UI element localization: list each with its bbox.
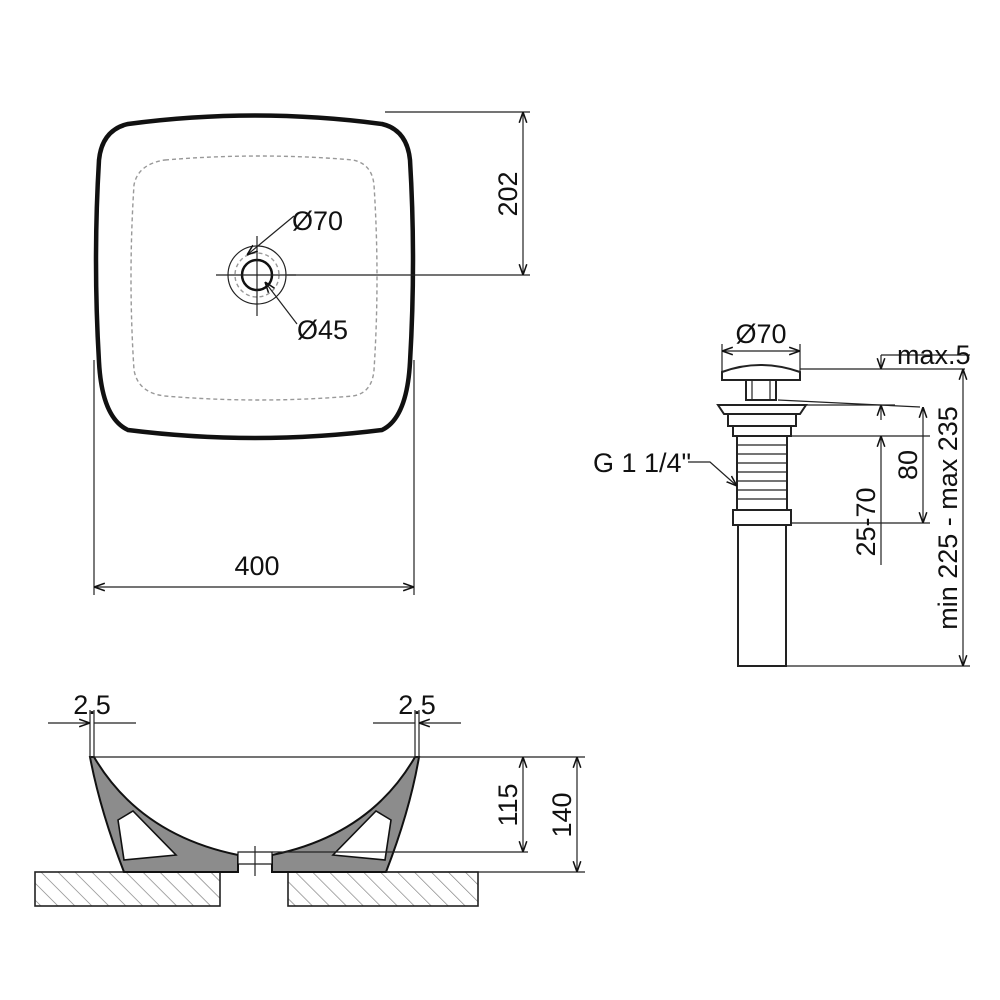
basin-section-view: 2.5 2.5 115 140: [34, 690, 585, 907]
cap-diameter-label: Ø70: [735, 319, 786, 349]
bowl-inner-outline: [130, 155, 378, 401]
outer-hole-label: Ø70: [292, 206, 343, 236]
outer-height-label: 140: [547, 792, 577, 837]
range-25-70-label: 25-70: [851, 487, 881, 556]
inner-height-label: 115: [493, 783, 523, 826]
countertop-left: [34, 871, 221, 907]
length-80-label: 80: [893, 450, 923, 480]
depth-dimension-label: 202: [493, 171, 523, 216]
basin-outline: [93, 113, 416, 441]
left-offset-label: 2.5: [73, 690, 111, 720]
total-length-label: min 225 - max 235: [933, 406, 963, 630]
drain-pipe: [737, 524, 787, 667]
drain-assembly: Ø70 max.5 80 25-70 min 225 - max 235 G 1…: [593, 319, 971, 667]
drain-cap: [721, 364, 801, 381]
lift-max-label: max.5: [897, 340, 971, 370]
right-offset-label: 2.5: [398, 690, 436, 720]
inner-hole-label: Ø45: [297, 315, 348, 345]
drain-flange: [716, 404, 808, 415]
thread-size-label: G 1 1/4": [593, 448, 691, 478]
drain-thread: [736, 435, 788, 511]
basin-top-view: 202 Ø70 Ø45 400: [93, 111, 530, 595]
width-dimension-label: 400: [234, 551, 279, 581]
countertop-right: [287, 871, 479, 907]
drain-stem: [745, 379, 777, 401]
